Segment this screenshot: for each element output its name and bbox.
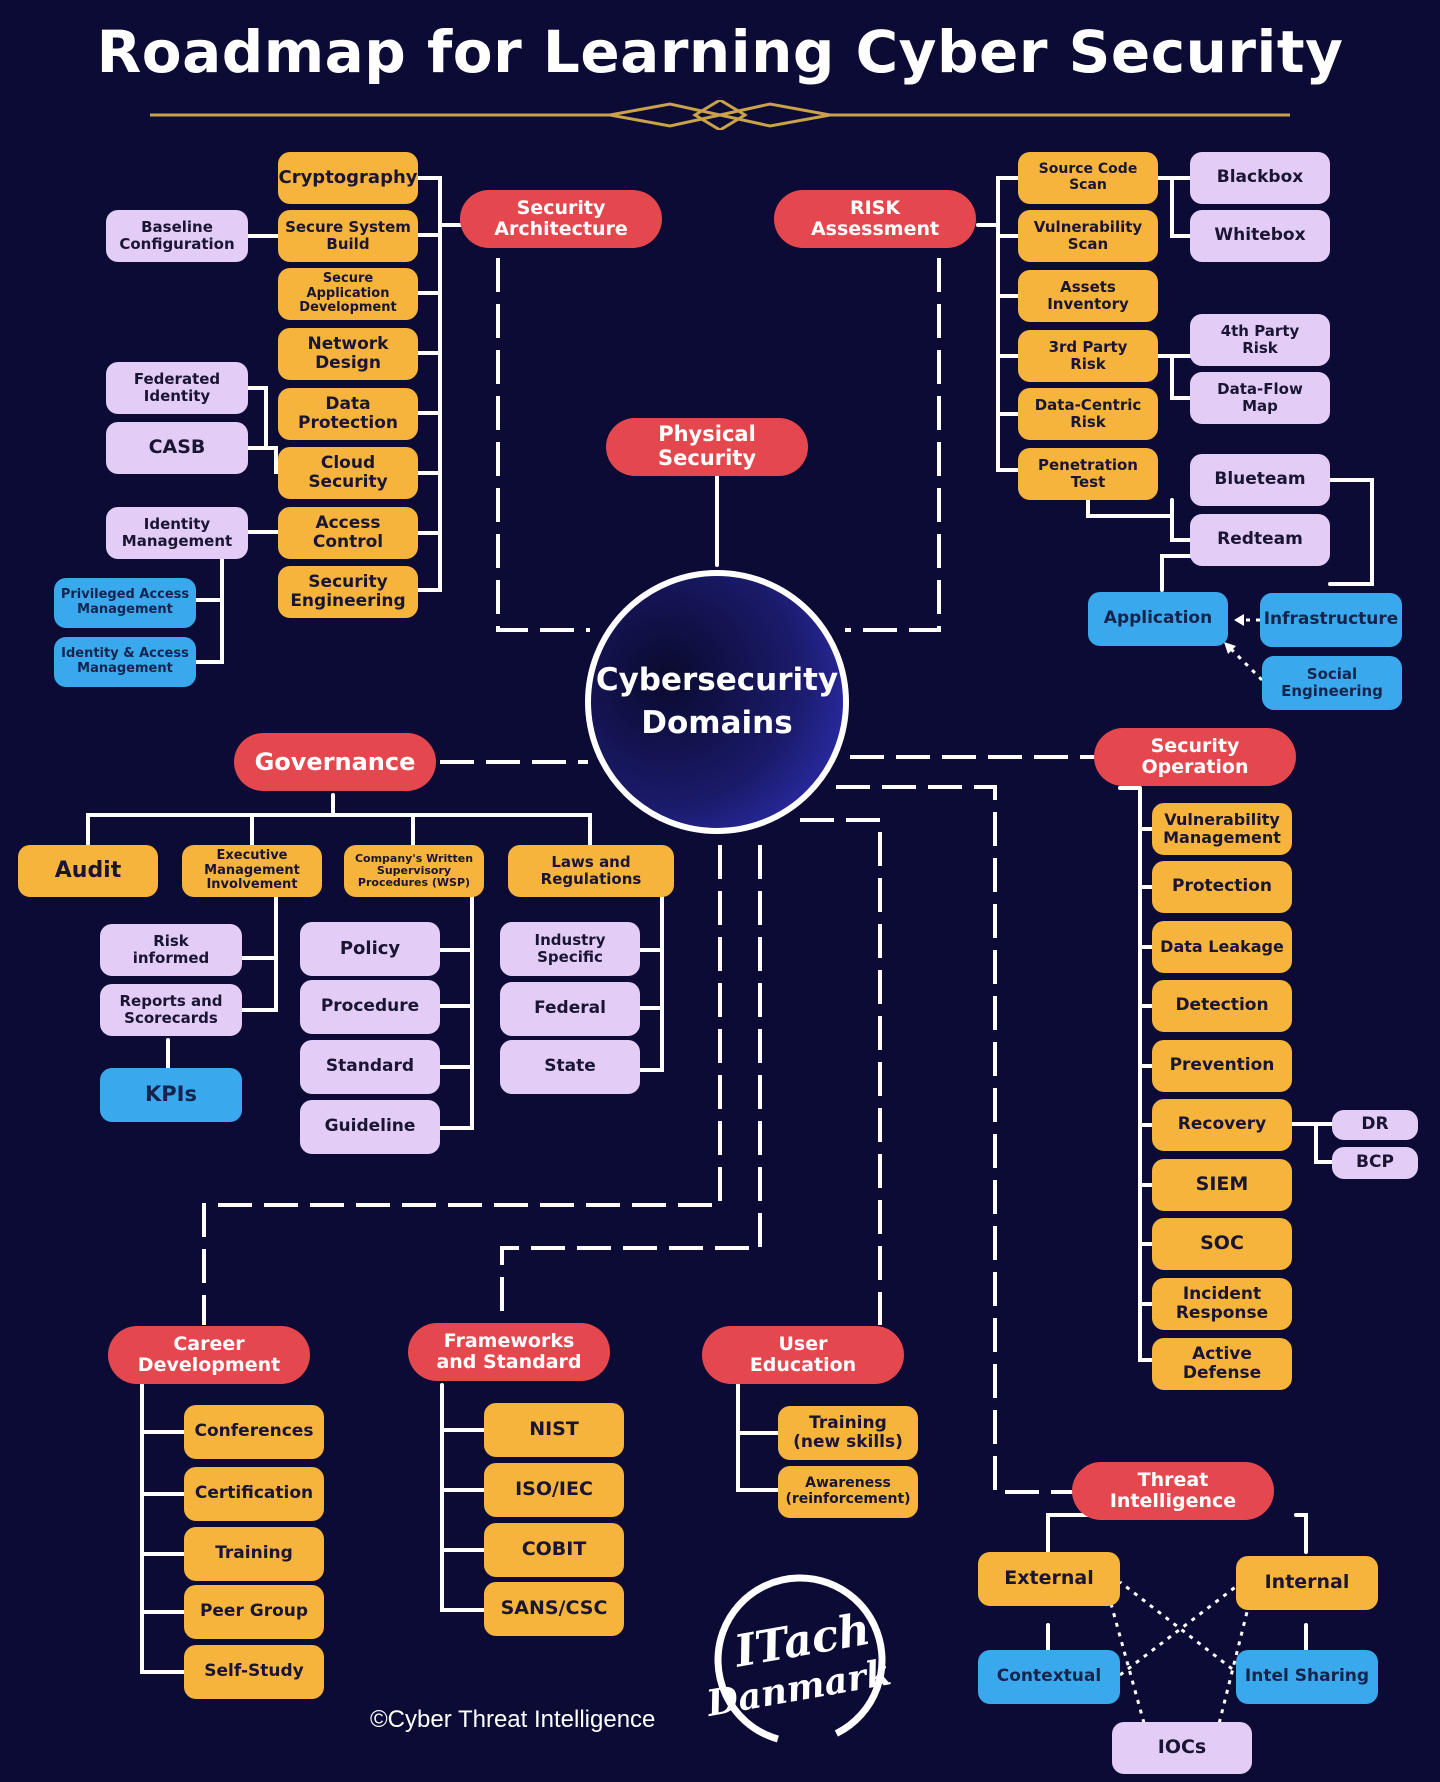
- vulnerability-management-node[interactable]: Vulnerability Management: [1152, 803, 1292, 855]
- active-defense-node[interactable]: Active Defense: [1152, 1338, 1292, 1390]
- governance-node[interactable]: Governance: [234, 733, 436, 791]
- social-engineering-node[interactable]: Social Engineering: [1262, 656, 1402, 710]
- risk-assessment-node[interactable]: RISK Assessment: [774, 190, 976, 248]
- nist-node[interactable]: NIST: [484, 1403, 624, 1457]
- physical-security-node[interactable]: Physical Security: [606, 418, 808, 476]
- self-study-node[interactable]: Self-Study: [184, 1645, 324, 1699]
- bcp-node[interactable]: BCP: [1332, 1147, 1418, 1179]
- penetration-test-node[interactable]: Penetration Test: [1018, 448, 1158, 500]
- federal-node[interactable]: Federal: [500, 982, 640, 1036]
- secure-system-build-node[interactable]: Secure System Build: [278, 210, 418, 262]
- cybersecurity-domains-hub: Cybersecurity Domains: [585, 570, 849, 834]
- company-wsp-node[interactable]: Company's Written Supervisory Procedures…: [344, 845, 484, 897]
- user-education-node[interactable]: User Education: [702, 1326, 904, 1384]
- internal-node[interactable]: Internal: [1236, 1556, 1378, 1610]
- infrastructure-node[interactable]: Infrastructure: [1260, 593, 1402, 647]
- cobit-node[interactable]: COBIT: [484, 1523, 624, 1577]
- itach-danmark-logo: ITach Danmark: [705, 1574, 894, 1746]
- privileged-access-management-node[interactable]: Privileged Access Management: [54, 578, 196, 628]
- baseline-configuration-node[interactable]: Baseline Configuration: [106, 210, 248, 262]
- page-title: Roadmap for Learning Cyber Security: [96, 18, 1344, 86]
- soc-node[interactable]: SOC: [1152, 1218, 1292, 1270]
- security-architecture-node[interactable]: Security Architecture: [460, 190, 662, 248]
- external-node[interactable]: External: [978, 1552, 1120, 1606]
- blueteam-node[interactable]: Blueteam: [1190, 454, 1330, 506]
- network-design-node[interactable]: Network Design: [278, 328, 418, 380]
- cryptography-node[interactable]: Cryptography: [278, 152, 418, 204]
- dr-node[interactable]: DR: [1332, 1110, 1418, 1140]
- state-node[interactable]: State: [500, 1040, 640, 1094]
- vulnerability-scan-node[interactable]: Vulnerability Scan: [1018, 210, 1158, 262]
- laws-and-regulations-node[interactable]: Laws and Regulations: [508, 845, 674, 897]
- secure-application-development-node[interactable]: Secure Application Development: [278, 268, 418, 320]
- kpis-node[interactable]: KPIs: [100, 1068, 242, 1122]
- contextual-node[interactable]: Contextual: [978, 1650, 1120, 1704]
- protection-node[interactable]: Protection: [1152, 861, 1292, 913]
- iso-iec-node[interactable]: ISO/IEC: [484, 1463, 624, 1517]
- guideline-node[interactable]: Guideline: [300, 1100, 440, 1154]
- frameworks-and-standard-node[interactable]: Frameworks and Standard: [408, 1323, 610, 1381]
- federated-identity-node[interactable]: Federated Identity: [106, 362, 248, 414]
- identity-management-node[interactable]: Identity Management: [106, 507, 248, 559]
- data-centric-risk-node[interactable]: Data-Centric Risk: [1018, 388, 1158, 440]
- policy-node[interactable]: Policy: [300, 922, 440, 976]
- data-protection-node[interactable]: Data Protection: [278, 388, 418, 440]
- casb-node[interactable]: CASB: [106, 422, 248, 474]
- executive-management-involvement-node[interactable]: Executive Management Involvement: [182, 845, 322, 897]
- incident-response-node[interactable]: Incident Response: [1152, 1278, 1292, 1330]
- audit-node[interactable]: Audit: [18, 845, 158, 897]
- detection-node[interactable]: Detection: [1152, 980, 1292, 1032]
- source-code-scan-node[interactable]: Source Code Scan: [1018, 152, 1158, 204]
- security-engineering-node[interactable]: Security Engineering: [278, 566, 418, 618]
- ornament-divider: [150, 100, 1290, 130]
- whitebox-node[interactable]: Whitebox: [1190, 210, 1330, 262]
- peer-group-node[interactable]: Peer Group: [184, 1585, 324, 1639]
- prevention-node[interactable]: Prevention: [1152, 1040, 1292, 1092]
- assets-inventory-node[interactable]: Assets Inventory: [1018, 270, 1158, 322]
- training-node[interactable]: Training: [184, 1527, 324, 1581]
- blackbox-node[interactable]: Blackbox: [1190, 152, 1330, 204]
- identity-access-management-node[interactable]: Identity & Access Management: [54, 637, 196, 687]
- sans-csc-node[interactable]: SANS/CSC: [484, 1582, 624, 1636]
- risk-informed-node[interactable]: Risk informed: [100, 924, 242, 976]
- security-operation-node[interactable]: Security Operation: [1094, 728, 1296, 786]
- application-node[interactable]: Application: [1088, 592, 1228, 646]
- siem-node[interactable]: SIEM: [1152, 1159, 1292, 1211]
- third-party-risk-node[interactable]: 3rd Party Risk: [1018, 330, 1158, 382]
- conferences-node[interactable]: Conferences: [184, 1405, 324, 1459]
- reports-and-scorecards-node[interactable]: Reports and Scorecards: [100, 984, 242, 1036]
- certification-node[interactable]: Certification: [184, 1467, 324, 1521]
- threat-intelligence-node[interactable]: Threat Intelligence: [1072, 1462, 1274, 1520]
- awareness-reinforcement-node[interactable]: Awareness (reinforcement): [778, 1466, 918, 1518]
- procedure-node[interactable]: Procedure: [300, 980, 440, 1034]
- intel-sharing-node[interactable]: Intel Sharing: [1236, 1650, 1378, 1704]
- fourth-party-risk-node[interactable]: 4th Party Risk: [1190, 314, 1330, 366]
- data-flow-map-node[interactable]: Data-Flow Map: [1190, 372, 1330, 424]
- recovery-node[interactable]: Recovery: [1152, 1099, 1292, 1151]
- access-control-node[interactable]: Access Control: [278, 507, 418, 559]
- training-new-skills-node[interactable]: Training (new skills): [778, 1406, 918, 1460]
- cloud-security-node[interactable]: Cloud Security: [278, 447, 418, 499]
- iocs-node[interactable]: IOCs: [1112, 1722, 1252, 1774]
- footer-credit: ©Cyber Threat Intelligence: [370, 1706, 656, 1733]
- career-development-node[interactable]: Career Development: [108, 1326, 310, 1384]
- redteam-node[interactable]: Redteam: [1190, 514, 1330, 566]
- industry-specific-node[interactable]: Industry Specific: [500, 922, 640, 976]
- data-leakage-node[interactable]: Data Leakage: [1152, 921, 1292, 973]
- standard-node[interactable]: Standard: [300, 1040, 440, 1094]
